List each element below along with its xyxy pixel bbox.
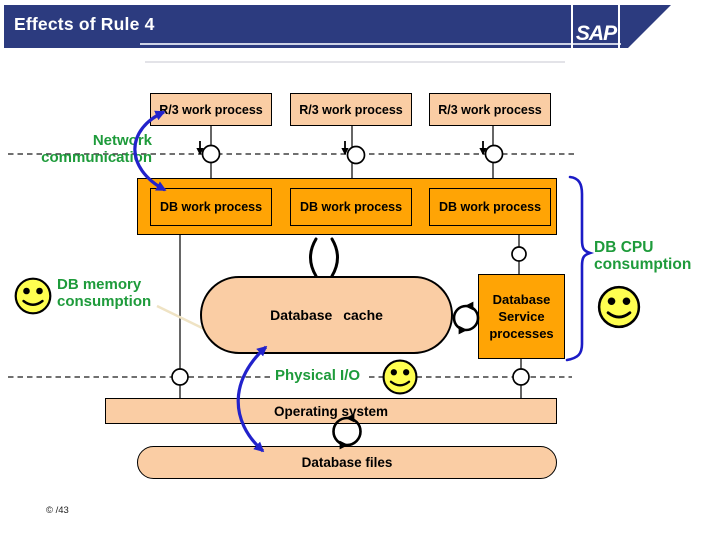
- smiley-icon: [14, 277, 52, 315]
- network-communication-label: Network communication: [8, 132, 152, 166]
- connection-circle: [171, 368, 189, 386]
- database-service-processes-box: Database Service processes: [478, 274, 565, 359]
- db-memory-line2: consumption: [57, 292, 152, 310]
- footer-page-number: © /43: [46, 505, 69, 516]
- db-work-process-label: DB work process: [159, 200, 263, 214]
- database-cache-label: Database cache: [270, 307, 383, 323]
- r3-work-process-box: R/3 work process: [150, 93, 272, 126]
- network-label-line2: communication: [41, 148, 152, 166]
- db-cpu-line2: consumption: [594, 256, 692, 273]
- db-cpu-line1: DB CPU: [594, 239, 654, 256]
- connection-circle: [511, 246, 527, 262]
- session-connector-icon: [309, 237, 339, 278]
- r3-work-process-label: R/3 work process: [438, 102, 542, 117]
- smiley-icon: [382, 359, 418, 395]
- banner-accent-line: [140, 43, 621, 45]
- network-connection-point: [196, 141, 221, 164]
- db-work-process-box: DB work process: [150, 188, 272, 226]
- logo-slant-shape: [621, 5, 671, 48]
- database-cache: Database cache: [200, 276, 453, 354]
- service-label-line: Database: [492, 291, 551, 307]
- banner-shadow-line: [145, 61, 565, 63]
- operating-system-label: Operating system: [273, 403, 389, 419]
- r3-work-process-label: R/3 work process: [159, 102, 263, 117]
- db-cpu-consumption-label: DB CPU consumption: [594, 239, 691, 273]
- database-files-label: Database files: [301, 455, 393, 470]
- logo-separator: [618, 5, 620, 48]
- network-connection-point: [341, 141, 366, 165]
- service-label-line: processes: [489, 326, 554, 342]
- service-label-line: Service: [498, 308, 545, 324]
- connection-circle: [512, 368, 530, 386]
- operating-system-bar: Operating system: [105, 398, 557, 424]
- db-work-process-box: DB work process: [290, 188, 412, 226]
- page-title: Effects of Rule 4: [14, 14, 155, 34]
- header-banner: Effects of Rule 4: [4, 5, 621, 48]
- smiley-icon: [597, 285, 641, 329]
- session-connector-icon: [452, 301, 480, 335]
- network-label-line1: Network: [92, 132, 152, 149]
- r3-work-process-box: R/3 work process: [290, 93, 412, 126]
- physical-io-label: Physical I/O: [270, 367, 366, 385]
- r3-work-process-box: R/3 work process: [429, 93, 551, 126]
- network-connection-point: [479, 141, 504, 164]
- cpu-brace: [565, 175, 595, 362]
- r3-work-process-label: R/3 work process: [299, 102, 403, 117]
- db-work-process-label: DB work process: [299, 200, 403, 214]
- db-work-process-label: DB work process: [438, 200, 542, 214]
- db-work-process-box: DB work process: [429, 188, 551, 226]
- database-files: Database files: [137, 446, 557, 479]
- logo-separator: [571, 5, 573, 48]
- sap-logo: SAP: [575, 22, 617, 45]
- db-memory-consumption-label: DB memory consumption: [57, 276, 152, 310]
- db-memory-line1: DB memory: [57, 276, 142, 293]
